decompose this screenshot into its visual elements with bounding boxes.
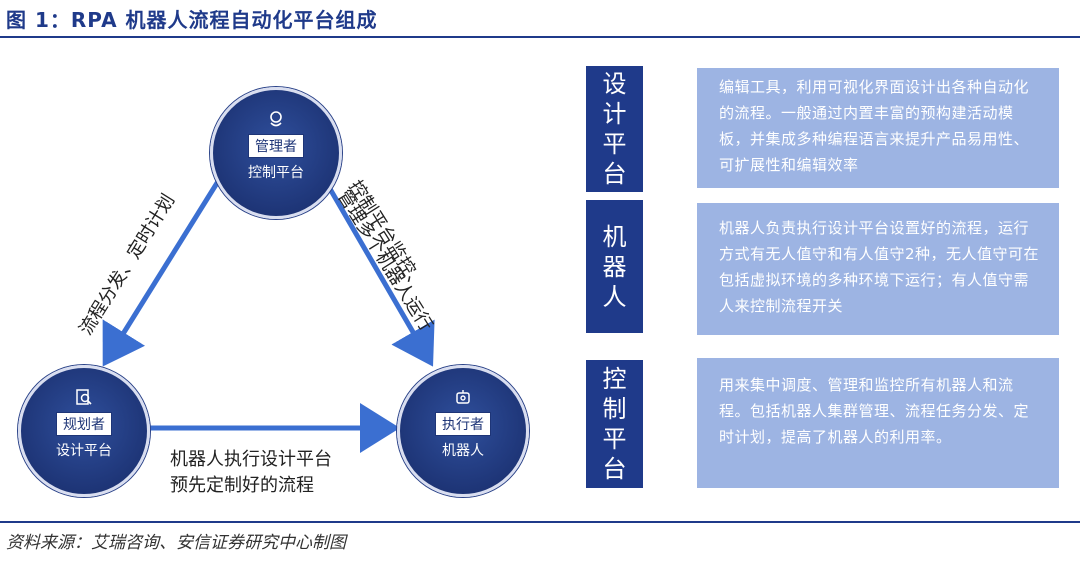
title-divider [0,36,1080,38]
page-title: 图 1：RPA 机器人流程自动化平台组成 [6,8,378,32]
planner-platform: 设计平台 [56,443,112,459]
manager-node: 管理者 控制平台 [210,87,342,219]
executor-role: 执行者 [435,412,491,436]
edge-label-bottom-1: 机器人执行设计平台 [170,449,332,470]
arrow-manager-to-executor [319,173,435,367]
tag-design-platform: 设计平台 [586,66,643,192]
planner-node: 规划者 设计平台 [18,365,150,497]
tag-control-platform: 控制平台 [586,360,643,488]
desc-design-platform: 编辑工具，利用可视化界面设计出各种自动化的流程。一般通过内置丰富的预构建活动模板… [697,68,1059,188]
desc-robot: 机器人负责执行设计平台设置好的流程，运行方式有无人值守和有人值守2种，无人值守可… [697,203,1059,335]
desc-control-platform: 用来集中调度、管理和监控所有机器人和流程。包括机器人集群管理、流程任务分发、定时… [697,358,1059,488]
search-doc-icon [76,389,92,405]
planner-role: 规划者 [56,412,112,436]
robot-icon [456,390,470,404]
executor-platform: 机器人 [442,443,484,459]
manager-role: 管理者 [248,134,304,158]
source-note: 资料来源：艾瑞咨询、安信证券研究中心制图 [6,533,346,553]
edge-label-bottom-2: 预先定制好的流程 [170,475,314,496]
arrow-manager-to-planner [102,173,225,367]
tag-robot: 机器人 [586,200,643,333]
user-icon [270,111,282,127]
bottom-divider [0,521,1080,523]
manager-platform: 控制平台 [248,165,304,181]
executor-node: 执行者 机器人 [397,365,529,497]
flow-arrows [102,173,435,453]
